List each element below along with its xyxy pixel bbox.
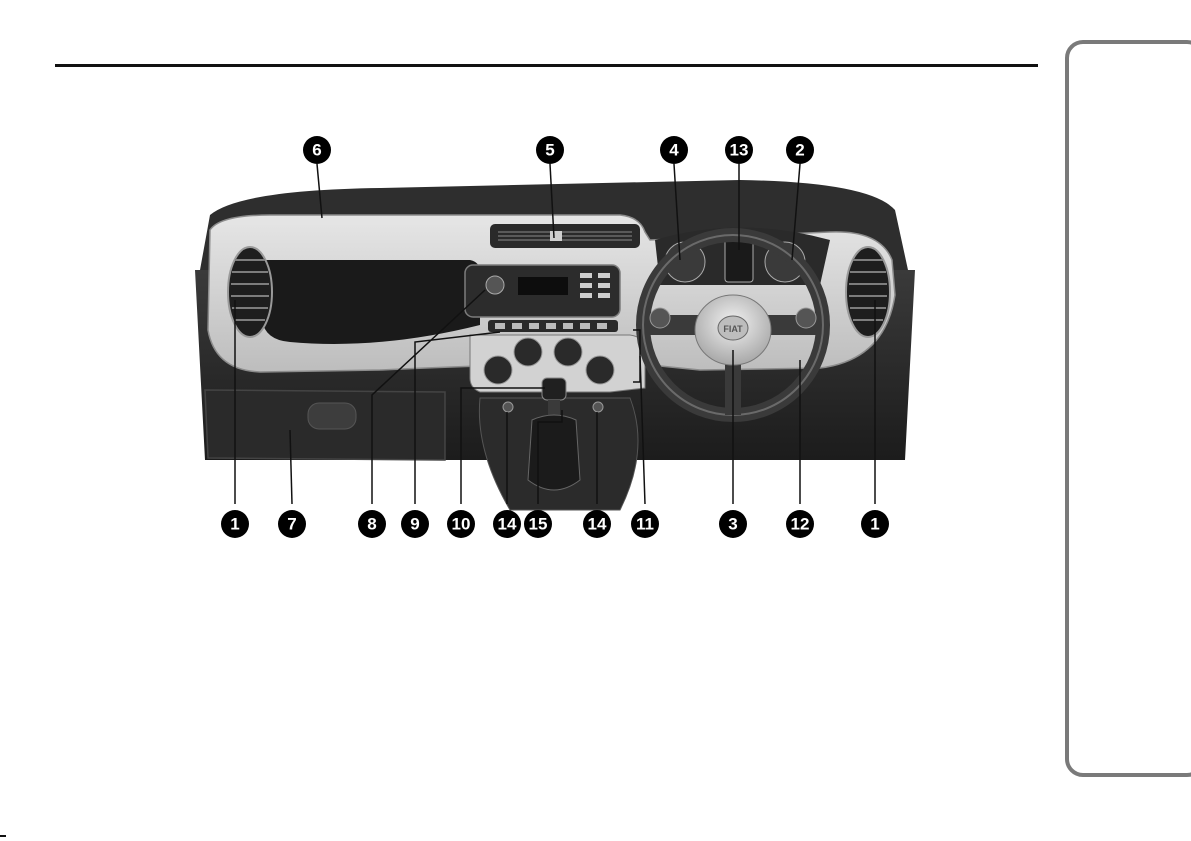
callout-13: 13 — [725, 136, 753, 164]
page-mark — [0, 835, 6, 837]
svg-text:13: 13 — [730, 141, 749, 160]
steering-logo: FIAT — [723, 324, 743, 334]
glove-box — [205, 390, 445, 460]
header-rule — [55, 64, 1038, 67]
center-button-strip — [488, 320, 618, 332]
passenger-shelf — [260, 260, 480, 344]
callout-6: 6 — [303, 136, 331, 164]
svg-text:9: 9 — [410, 515, 419, 534]
callout-8: 8 — [358, 510, 386, 538]
svg-text:11: 11 — [636, 515, 654, 534]
callout-1-right: 1 — [861, 510, 889, 538]
callout-1-left: 1 — [221, 510, 249, 538]
callout-4: 4 — [660, 136, 688, 164]
callout-7: 7 — [278, 510, 306, 538]
svg-text:8: 8 — [367, 515, 376, 534]
svg-text:14: 14 — [498, 515, 517, 534]
central-air-vent — [490, 224, 640, 248]
callout-10: 10 — [447, 510, 475, 538]
callout-14-left: 14 — [493, 510, 521, 538]
radio-unit — [465, 265, 620, 317]
svg-text:3: 3 — [728, 515, 737, 534]
svg-text:7: 7 — [287, 515, 296, 534]
callout-2: 2 — [786, 136, 814, 164]
right-side-vent — [846, 247, 890, 337]
svg-text:15: 15 — [529, 515, 548, 534]
callout-3: 3 — [719, 510, 747, 538]
callout-11: 11 — [631, 510, 659, 538]
svg-text:5: 5 — [545, 141, 554, 160]
svg-text:14: 14 — [588, 515, 607, 534]
svg-text:12: 12 — [791, 515, 810, 534]
svg-text:4: 4 — [669, 141, 679, 160]
svg-text:1: 1 — [870, 515, 879, 534]
callout-14-right: 14 — [583, 510, 611, 538]
svg-text:1: 1 — [230, 515, 239, 534]
callout-12: 12 — [786, 510, 814, 538]
callout-15: 15 — [524, 510, 552, 538]
dashboard-illustration: FIAT 6 5 4 13 2 — [180, 120, 940, 550]
svg-text:10: 10 — [452, 515, 471, 534]
svg-text:6: 6 — [312, 141, 321, 160]
svg-text:2: 2 — [795, 141, 804, 160]
callout-9: 9 — [401, 510, 429, 538]
callout-5: 5 — [536, 136, 564, 164]
side-tab — [1065, 40, 1191, 777]
